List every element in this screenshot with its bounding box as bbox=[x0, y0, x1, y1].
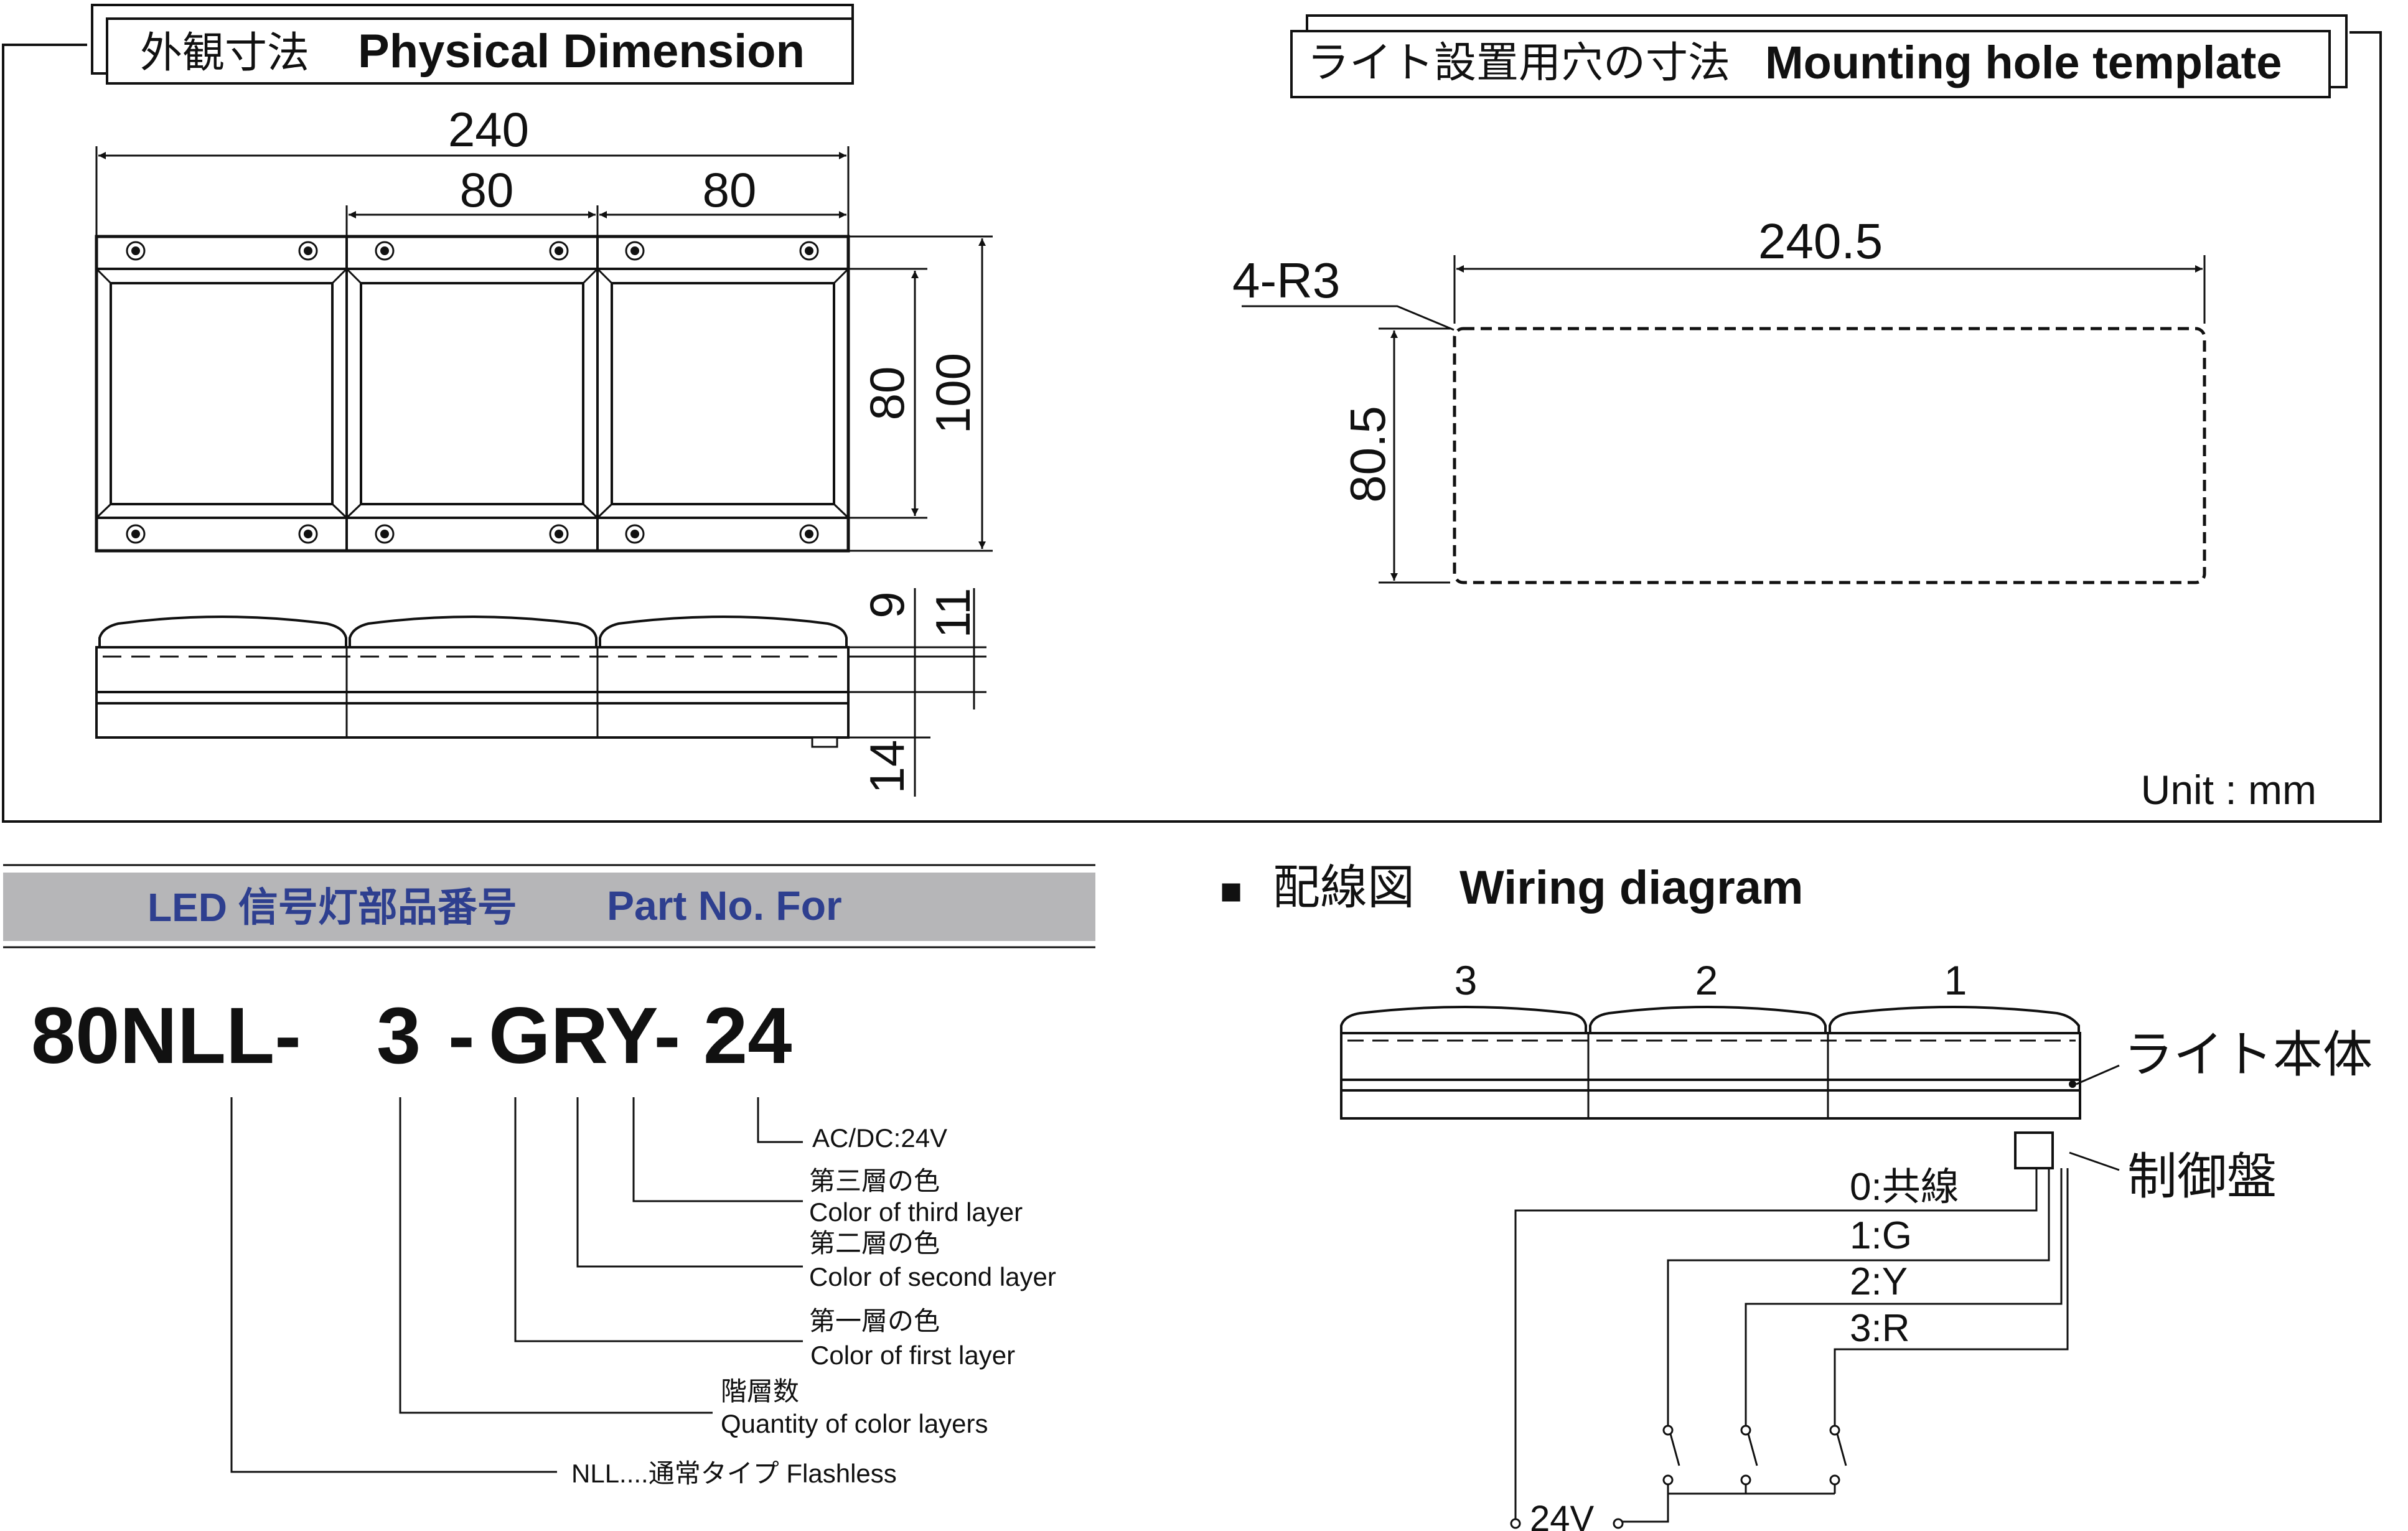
controller-box bbox=[2014, 1131, 2054, 1169]
dimension-panel: 外観寸法 Physical Dimension ライト設置用穴の寸法 Mount… bbox=[2, 4, 2382, 823]
callout-third-jp: 第三層の色 bbox=[809, 1166, 940, 1196]
callout-third-en: Color of third layer bbox=[809, 1197, 1023, 1227]
part-callouts: AC/DC:24V 第三層の色 Color of third layer 第二層… bbox=[571, 1123, 1056, 1488]
callout-qty-en: Quantity of color layers bbox=[721, 1409, 988, 1438]
dim-80-right: 80 bbox=[703, 162, 757, 217]
switch-y bbox=[1740, 1425, 1758, 1494]
front-cell-1 bbox=[596, 268, 850, 519]
unit-label: Unit : mm bbox=[2141, 767, 2317, 813]
physical-title-en: Physical Dimension bbox=[358, 25, 805, 78]
callout-first-en: Color of first layer bbox=[810, 1341, 1015, 1370]
lamp-number-2: 2 bbox=[1695, 957, 1718, 1003]
mounting-template: 240.5 80.5 4-R3 bbox=[1232, 213, 2206, 584]
part-code-colors: GRY- bbox=[489, 991, 680, 1080]
physical-title-box: 外観寸法 Physical Dimension bbox=[91, 4, 854, 85]
dim-9: 9 bbox=[860, 591, 914, 618]
wiring-section: ■ 配線図 Wiring diagram 3 2 1 ライト本体 制御盤 bbox=[1220, 861, 2373, 1531]
part-code-dash: - bbox=[448, 991, 475, 1080]
mounting-title-en: Mounting hole template bbox=[1765, 37, 2282, 88]
front-dimensions: 240 80 80 80 100 bbox=[95, 102, 993, 552]
part-number-section: LED 信号灯部品番号 Part No. For 80NLL- 3 - GRY-… bbox=[3, 864, 1095, 1488]
mount-dim-80-5: 80.5 bbox=[1340, 406, 1395, 503]
wiring-light-body: ライト本体 bbox=[1340, 1006, 2373, 1120]
lamp-number-1: 1 bbox=[1944, 957, 1967, 1003]
part-code-voltage: 24 bbox=[703, 991, 792, 1080]
side-view bbox=[95, 616, 850, 748]
switch-r bbox=[1829, 1425, 1847, 1494]
controller-label: 制御盤 bbox=[2127, 1149, 2277, 1204]
part-code-prefix: 80NLL- bbox=[31, 991, 301, 1080]
callout-second-en: Color of second layer bbox=[809, 1262, 1056, 1291]
dim-11: 11 bbox=[925, 588, 980, 639]
supply-voltage-label: 24V bbox=[1530, 1499, 1595, 1531]
dim-100-vertical: 100 bbox=[925, 353, 980, 434]
part-callout-lines bbox=[230, 1097, 803, 1473]
wire-2-label: 2:Y bbox=[1850, 1260, 1908, 1303]
callout-voltage: AC/DC:24V bbox=[812, 1123, 947, 1153]
switch-g bbox=[1662, 1425, 1680, 1494]
side-dimensions: 9 11 14 bbox=[848, 588, 986, 797]
front-view bbox=[95, 235, 850, 553]
callout-qty-jp: 階層数 bbox=[721, 1377, 799, 1406]
callout-second-jp: 第二層の色 bbox=[809, 1229, 940, 1258]
corner-radius-label: 4-R3 bbox=[1232, 253, 1340, 308]
mounting-title-jp: ライト設置用穴の寸法 bbox=[1307, 39, 1730, 87]
wire-0-label: 0:共線 bbox=[1850, 1166, 1959, 1209]
wire-3-label: 3:R bbox=[1850, 1307, 1909, 1350]
lamp-number-3: 3 bbox=[1455, 957, 1478, 1003]
dim-80-vertical: 80 bbox=[860, 367, 914, 421]
callout-type: NLL....通常タイプ Flashless bbox=[571, 1459, 897, 1488]
part-header-en: Part No. For bbox=[607, 883, 842, 929]
wiring-title-jp: 配線図 bbox=[1273, 861, 1415, 914]
dim-14: 14 bbox=[860, 740, 914, 794]
part-code-layers: 3 bbox=[377, 991, 421, 1080]
light-body-label: ライト本体 bbox=[2124, 1027, 2373, 1082]
dim-240: 240 bbox=[448, 102, 529, 157]
dim-80-left: 80 bbox=[460, 162, 514, 217]
wiring-bullet-icon: ■ bbox=[1220, 870, 1242, 912]
mount-dim-240-5: 240.5 bbox=[1758, 213, 1883, 269]
part-code: 80NLL- 3 - GRY- 24 bbox=[31, 991, 792, 1080]
callout-first-jp: 第一層の色 bbox=[809, 1306, 940, 1336]
wiring-controller: 制御盤 bbox=[2014, 1131, 2277, 1204]
physical-title-jp: 外観寸法 bbox=[140, 29, 309, 77]
wiring-lines bbox=[1510, 1168, 2069, 1529]
wiring-title-en: Wiring diagram bbox=[1459, 861, 1803, 914]
part-header-jp: LED 信号灯部品番号 bbox=[148, 885, 517, 930]
wire-1-label: 1:G bbox=[1850, 1214, 1912, 1257]
part-header-band bbox=[3, 873, 1095, 941]
mounting-title-box: ライト設置用穴の寸法 Mounting hole template bbox=[1290, 14, 2348, 98]
